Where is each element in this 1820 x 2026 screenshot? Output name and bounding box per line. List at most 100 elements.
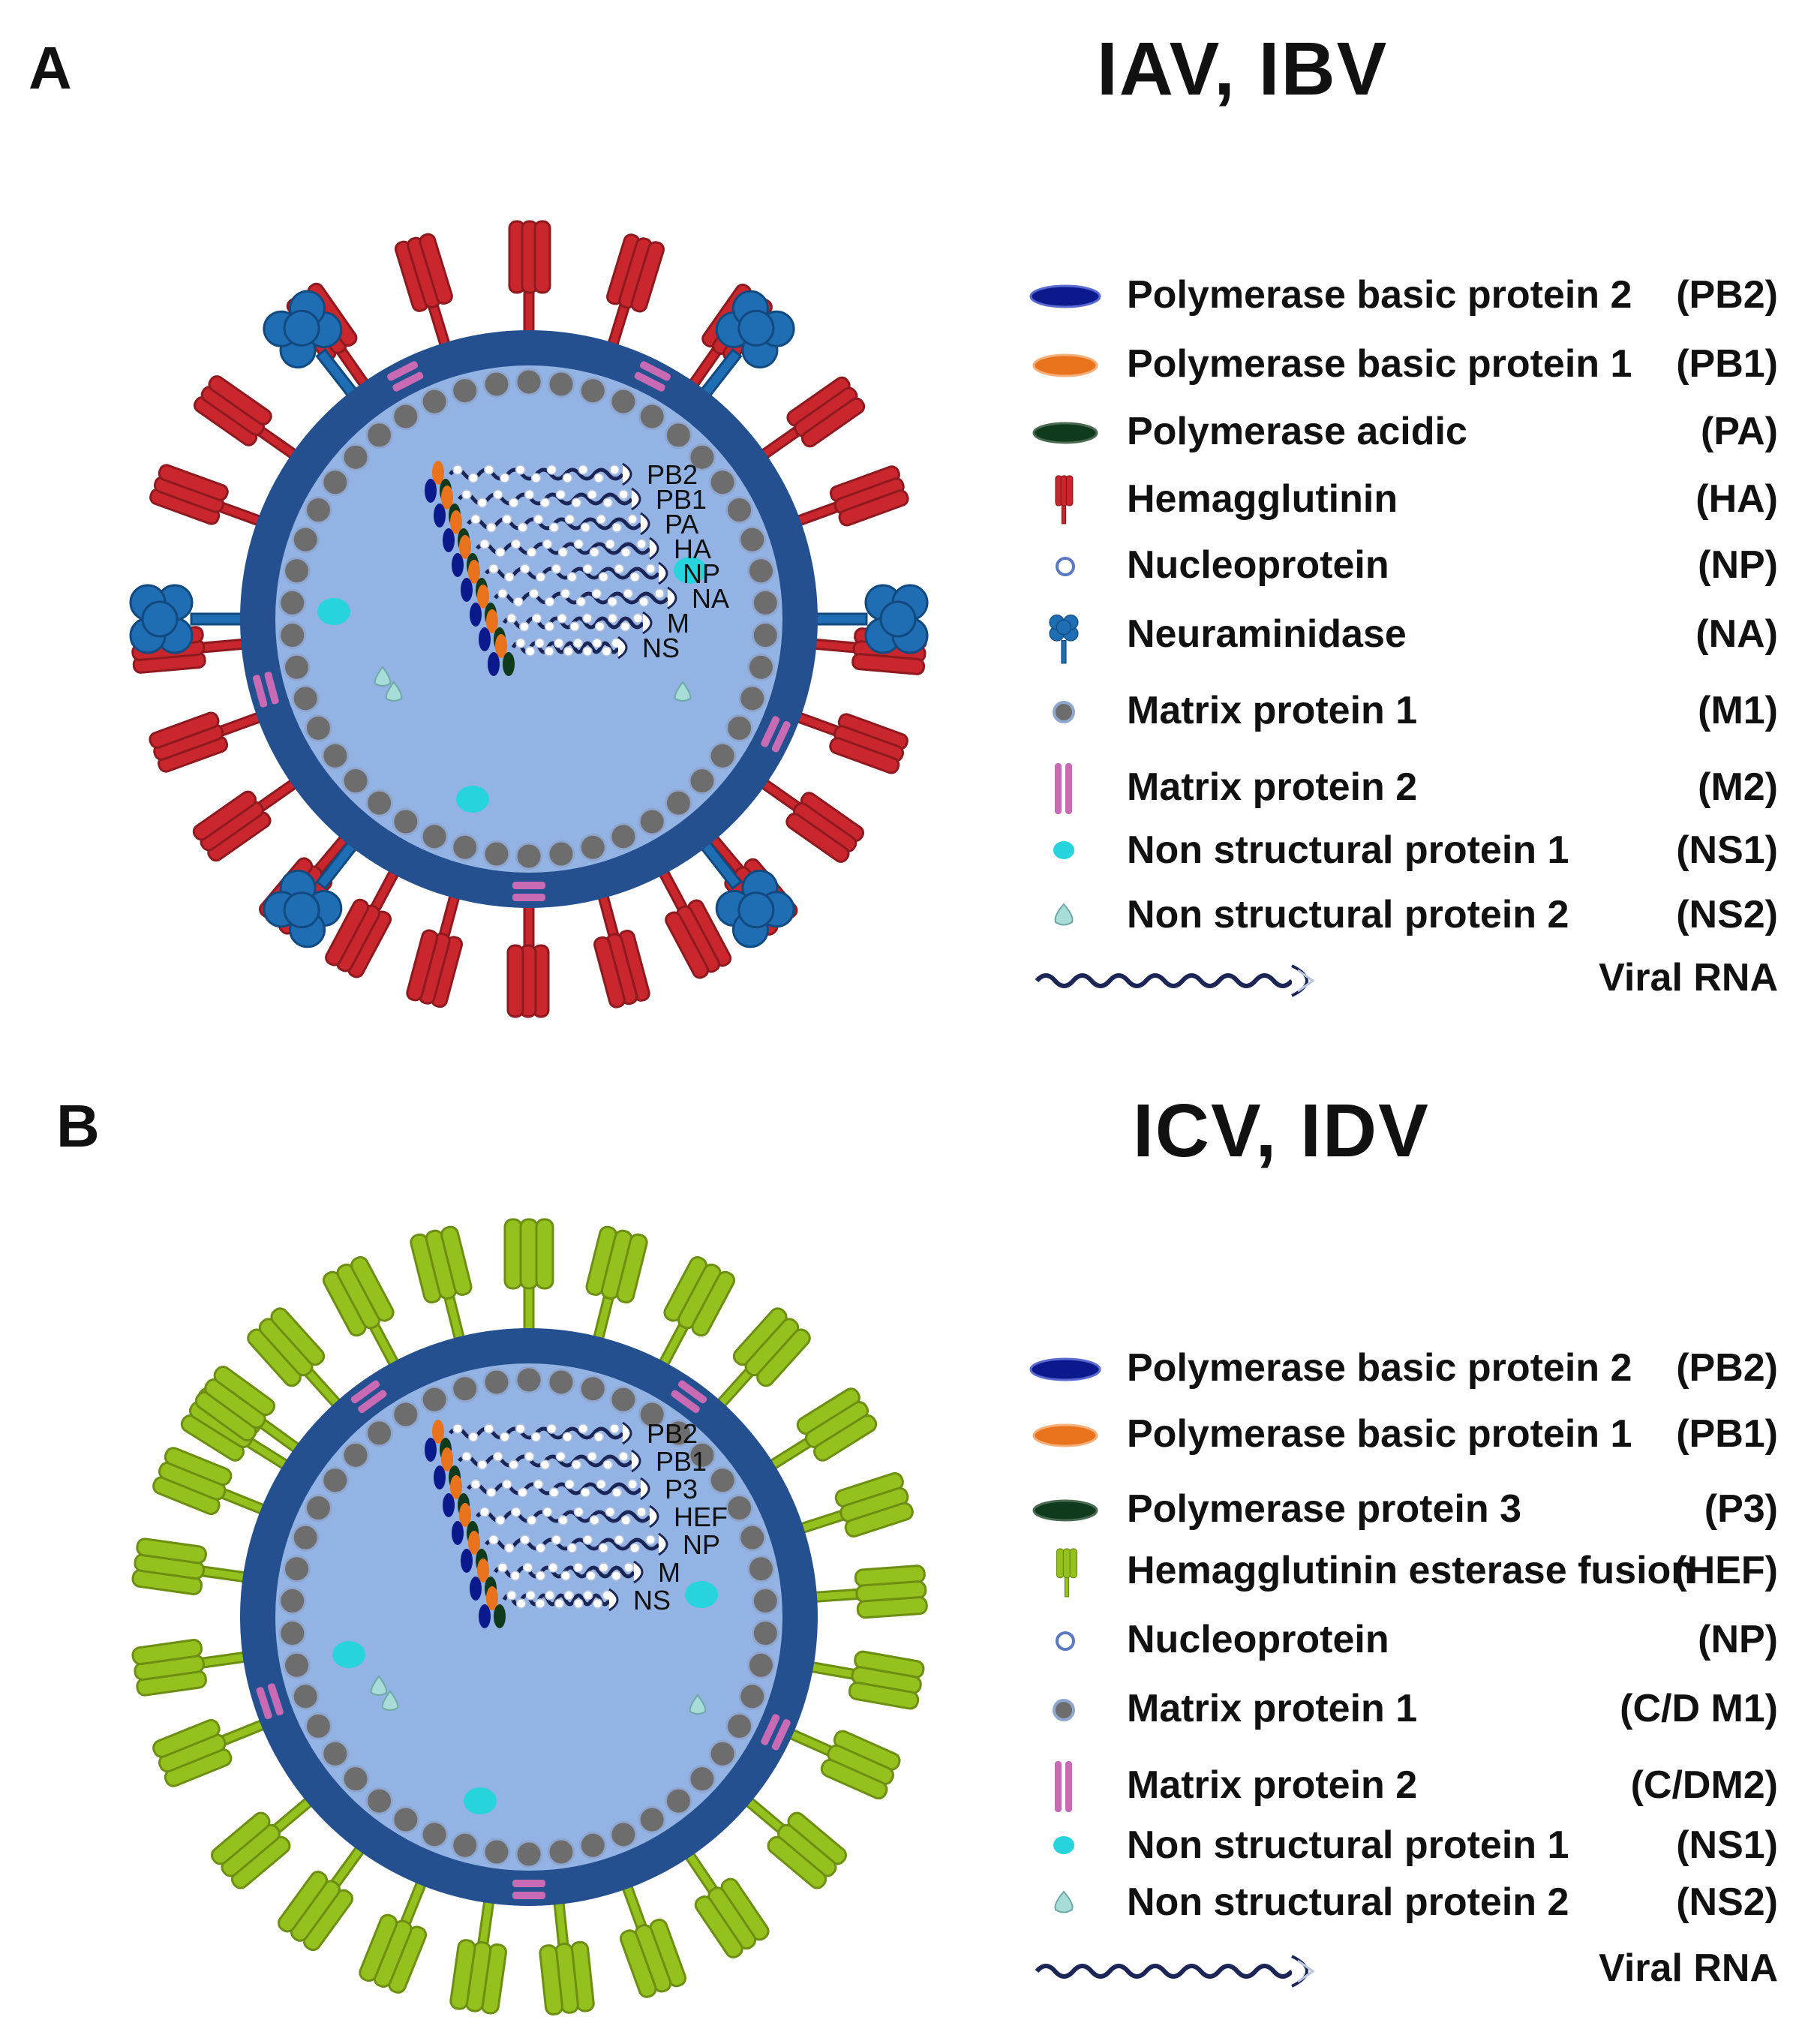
legend-symbol [1028, 1339, 1110, 1399]
panel-a-legend: Polymerase basic protein 2(PB2)Polymeras… [1028, 266, 1778, 1017]
hemagglutinin-spike [593, 890, 650, 1008]
rnp-segment: NA [470, 583, 729, 627]
legend-item: Polymerase acidic(PA) [1028, 403, 1778, 463]
legend-label: Neuraminidase [1127, 612, 1407, 656]
legend-symbol [1028, 759, 1110, 819]
legend-symbol [1028, 1405, 1110, 1465]
ns1-protein [464, 1787, 497, 1814]
matrix-protein-1-layer [278, 1366, 779, 1868]
legend-symbol [1028, 606, 1110, 666]
hef-spike [359, 1877, 428, 1994]
panel-b-legend: Polymerase basic protein 2(PB2)Polymeras… [1028, 1339, 1778, 2015]
rnp-segment: NS [479, 1585, 671, 1628]
pb2-icon [1029, 284, 1101, 308]
hef-spike [247, 1307, 344, 1411]
legend-item: Viral RNA [1028, 949, 1778, 1009]
hef-spike [795, 1471, 914, 1538]
legend-item: Non structural protein 1(NS1) [1028, 1817, 1778, 1877]
legend-label: Viral RNA [1599, 956, 1778, 999]
hemagglutinin-spike [792, 710, 908, 774]
ns2-protein [689, 1694, 707, 1715]
matrix-protein-2-icon [1055, 1761, 1072, 1812]
rnp-segment-label: NP [683, 558, 720, 589]
legend-label: Non structural protein 2 [1127, 1880, 1569, 1924]
legend-label: Hemagglutinin [1127, 477, 1398, 521]
legend-abbreviation: (HA) [1695, 477, 1778, 521]
hemagglutinin-spike [605, 233, 665, 351]
legend-symbol [1028, 822, 1110, 882]
legend-abbreviation: (C/D M1) [1620, 1687, 1778, 1730]
rnp-segment: NP [461, 1529, 720, 1573]
ns2-protein [374, 666, 392, 687]
neuraminidase-spike [698, 290, 795, 401]
legend-label: Polymerase basic protein 1 [1127, 1412, 1632, 1456]
legend-item: Matrix protein 1(C/D M1) [1028, 1680, 1778, 1740]
legend-item: Matrix protein 2(C/DM2) [1028, 1757, 1778, 1817]
hemagglutinin-spike [656, 865, 732, 979]
rnp-segment-label: NP [683, 1529, 720, 1560]
legend-symbol [1028, 403, 1110, 463]
panel-a-title: IAV, IBV [1097, 27, 1389, 111]
hef-spike [765, 1387, 878, 1472]
matrix-protein-2-channel [634, 361, 671, 392]
viral-rna-icon [1035, 964, 1315, 997]
matrix-protein-2-channel [761, 716, 791, 753]
panel-b-letter: B [56, 1093, 100, 1159]
hef-spike [410, 1225, 473, 1345]
rnp-segment: PB1 [434, 1446, 707, 1489]
legend-item: Nucleoprotein(NP) [1028, 537, 1778, 597]
ns2-protein [381, 1690, 399, 1711]
pb1-icon [1032, 1423, 1098, 1447]
nucleoprotein-icon [1056, 557, 1075, 576]
hef-icon [1056, 1548, 1078, 1598]
pb2-icon [1029, 1357, 1101, 1381]
matrix-protein-2-channel [350, 1380, 387, 1414]
legend-abbreviation: (M2) [1698, 765, 1778, 809]
matrix-protein-2-channel [671, 1380, 707, 1414]
legend-symbol [1028, 1757, 1110, 1817]
legend-label: Polymerase basic protein 2 [1127, 273, 1632, 317]
rnp-segment: PB1 [434, 484, 707, 528]
hemagglutinin-spike [406, 890, 464, 1008]
ns1-protein [456, 786, 489, 813]
ns2-protein [370, 1675, 388, 1696]
hef-spike [152, 1718, 269, 1787]
rnp-segment-label: PA [665, 509, 698, 540]
legend-item: Neuraminidase(NA) [1028, 606, 1778, 666]
legend-item: Non structural protein 1(NS1) [1028, 822, 1778, 882]
hef-spike [656, 1256, 736, 1371]
legend-label: Nucleoprotein [1127, 1618, 1389, 1661]
legend-abbreviation: (NP) [1698, 1618, 1778, 1661]
legend-abbreviation: (M1) [1698, 689, 1778, 732]
hef-spike [806, 1650, 925, 1710]
hemagglutinin-spike [508, 220, 551, 337]
legend-item: Hemagglutinin esterase fusion(HEF) [1028, 1542, 1778, 1602]
rnp-segment-label: M [667, 608, 689, 639]
hef-spike [131, 1538, 251, 1595]
legend-abbreviation: (PB1) [1676, 1412, 1778, 1456]
hef-spike [682, 1847, 770, 1958]
matrix-protein-1-layer [278, 368, 779, 870]
legend-abbreviation: (PA) [1700, 410, 1778, 453]
hemagglutinin-spike [506, 901, 550, 1018]
rnp-segment-label: M [658, 1557, 680, 1588]
hemagglutinin-spike [192, 776, 301, 862]
legend-symbol [1028, 335, 1110, 395]
ns2-icon [1054, 903, 1074, 926]
rnp-segment: PA [443, 509, 698, 552]
rnp-segment-label: PB2 [647, 1418, 698, 1449]
hef-spike [278, 1842, 368, 1952]
legend-abbreviation: (HEF) [1674, 1549, 1778, 1592]
hef-spike [585, 1225, 648, 1345]
hef-spike [449, 1895, 507, 2015]
legend-item: Non structural protein 2(NS2) [1028, 1874, 1778, 1934]
hef-spike [784, 1727, 901, 1800]
legend-symbol [1028, 1542, 1110, 1602]
rnp-segment-label: NS [642, 633, 680, 663]
viral-interior [275, 1363, 782, 1871]
legend-label: Non structural protein 2 [1127, 893, 1569, 936]
rnp-segment-label: PB1 [656, 1446, 707, 1477]
